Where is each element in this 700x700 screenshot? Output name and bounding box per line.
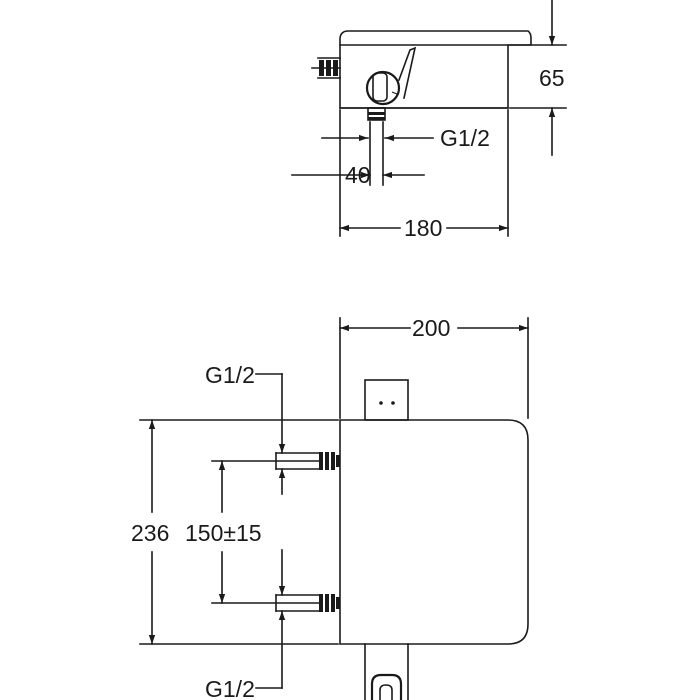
front-view-upper-inlet xyxy=(211,452,340,470)
top-view-threaded-inlet xyxy=(311,57,341,79)
top-view-body-outline xyxy=(339,30,532,109)
front-view-height-label: 236 xyxy=(131,520,169,546)
front-view-bottom-outlet xyxy=(364,643,409,700)
front-view-lower-inlet xyxy=(211,594,340,612)
front-view-body-outline xyxy=(339,419,529,645)
top-view-width-label: 180 xyxy=(404,215,442,241)
front-view-thread-top-label: G1/2 xyxy=(205,362,255,388)
top-view-handle xyxy=(365,46,417,106)
front-view-spacing-label: 150±15 xyxy=(185,520,262,546)
front-view-top-cap xyxy=(364,379,409,421)
top-view-height-label: 65 xyxy=(539,65,565,91)
top-view-offset-label: 40 xyxy=(345,162,371,188)
top-view-thread-label: G1/2 xyxy=(440,125,490,151)
front-view: 200 236 150±15 G1/2 G1/2 xyxy=(131,315,529,700)
top-view: G1/2 40 180 65 xyxy=(291,0,567,241)
front-view-width-label: 200 xyxy=(412,315,450,341)
front-view-thread-bottom-label: G1/2 xyxy=(205,676,255,700)
